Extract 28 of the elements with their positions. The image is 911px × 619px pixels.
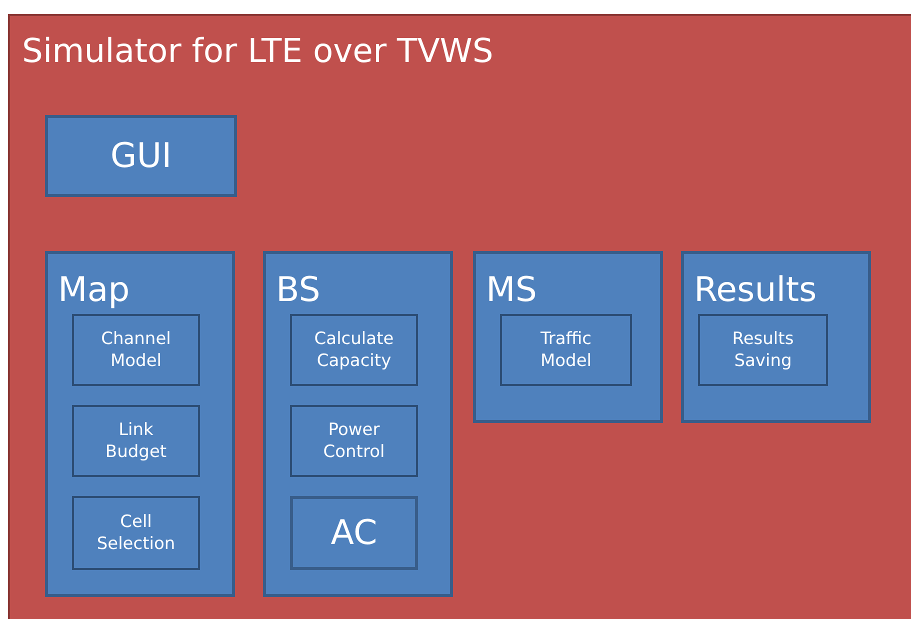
module-group [45, 251, 235, 597]
module-box [45, 115, 237, 197]
submodule-box [290, 314, 418, 386]
module-label: Traffic Model [539, 328, 593, 372]
module-label: Channel Model [100, 328, 172, 372]
simulator-frame [8, 14, 911, 619]
module-label: AC [330, 512, 378, 555]
module-label: GUI [109, 134, 173, 178]
module-group [681, 251, 871, 423]
submodule-box [290, 405, 418, 477]
module-heading: Results [693, 269, 817, 312]
submodule-box [72, 405, 200, 477]
module-label: Link Budget [104, 418, 168, 464]
frame-heading: Simulator for LTE over TVWS [21, 30, 494, 72]
submodule-box [72, 496, 200, 570]
module-label: Results Saving [731, 328, 795, 372]
submodule-box [72, 314, 200, 386]
module-label: Cell Selection [96, 510, 176, 556]
module-heading: MS [485, 269, 537, 312]
submodule-box [500, 314, 632, 386]
module-label: Power Control [322, 418, 386, 464]
module-label: Calculate Capacity [313, 328, 395, 372]
module-group [263, 251, 453, 597]
module-heading: BS [275, 269, 320, 312]
module-box [290, 496, 418, 570]
module-heading: Map [57, 269, 130, 312]
module-group [473, 251, 663, 423]
submodule-box [698, 314, 828, 386]
